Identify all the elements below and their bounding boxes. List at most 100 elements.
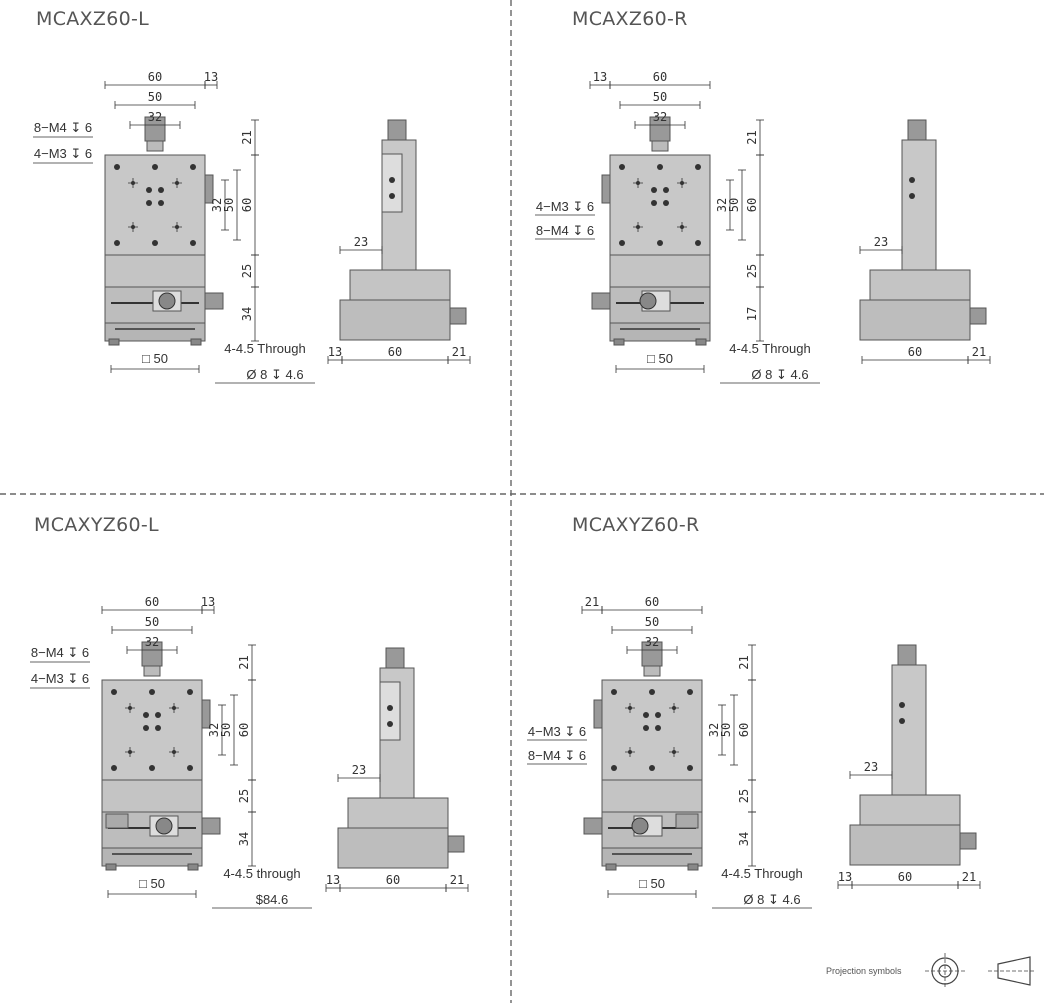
mount-hole xyxy=(619,240,625,246)
dimension-label: 32 xyxy=(145,635,159,649)
mount-hole xyxy=(158,187,164,193)
foot xyxy=(613,338,625,346)
foot xyxy=(187,863,199,871)
vertical-slide xyxy=(901,139,937,271)
mount-hole xyxy=(655,725,661,731)
through-note: 4-4.5 Through xyxy=(729,341,810,356)
square-label: □ 50 xyxy=(142,351,168,366)
mount-hole xyxy=(190,240,196,246)
mount-hole xyxy=(190,164,196,170)
dimension-label: 21 xyxy=(972,345,986,359)
dimension-label: 21 xyxy=(745,130,759,144)
mount-hole xyxy=(143,725,149,731)
foot xyxy=(108,338,120,346)
counterbore-note: Ø 8 ↧ 4.6 xyxy=(751,367,808,382)
dimension-label: 60 xyxy=(898,870,912,884)
dimension-label: 32 xyxy=(148,110,162,124)
mount-hole xyxy=(175,181,179,185)
mount-hole xyxy=(909,193,915,199)
dimension-label: 21 xyxy=(452,345,466,359)
mount-hole xyxy=(128,706,132,710)
holes-note-a: 8−M4 ↧ 6 xyxy=(34,120,92,135)
side-knob xyxy=(449,307,467,325)
knob-neck xyxy=(651,140,669,152)
dimension-label: 25 xyxy=(240,264,254,278)
side-knob xyxy=(969,307,987,325)
adjust-knob xyxy=(591,292,611,310)
through-note: 4-4.5 Through xyxy=(721,866,802,881)
knob-neck xyxy=(643,665,661,677)
foot xyxy=(605,863,617,871)
mount-hole xyxy=(611,689,617,695)
side-knob xyxy=(204,174,214,204)
lock-screw-icon xyxy=(639,292,657,310)
base-plate xyxy=(609,322,711,342)
projection-cone-icon xyxy=(997,956,1031,986)
through-note: 4-4.5 through xyxy=(223,866,300,881)
dimension-label: 13 xyxy=(326,873,340,887)
dimension-label: 34 xyxy=(237,832,251,846)
top-knob xyxy=(907,119,927,141)
side-middle xyxy=(347,797,449,829)
middle-block xyxy=(104,254,206,288)
side-knob xyxy=(593,699,603,729)
dimension-label: 21 xyxy=(450,873,464,887)
side-middle xyxy=(859,794,961,826)
projection-symbol: Projection symbols xyxy=(826,953,1036,989)
mount-hole xyxy=(152,240,158,246)
dimension-label: 34 xyxy=(240,307,254,321)
title-q2: MCAXZ60-R xyxy=(572,8,688,30)
dimension-label: 60 xyxy=(908,345,922,359)
adjust-knob xyxy=(201,817,221,835)
mount-hole xyxy=(387,721,393,727)
foot xyxy=(105,863,117,871)
side-middle xyxy=(349,269,451,301)
base-plate xyxy=(601,847,703,867)
knob-neck xyxy=(146,140,164,152)
mount-hole xyxy=(636,225,640,229)
dimension-label: 17 xyxy=(745,307,759,321)
mount-hole xyxy=(619,164,625,170)
mount-hole xyxy=(389,193,395,199)
base-plate xyxy=(101,847,203,867)
mount-hole xyxy=(663,200,669,206)
mount-hole xyxy=(695,164,701,170)
mount-hole xyxy=(114,240,120,246)
dimension-label: 60 xyxy=(645,595,659,609)
dimension-label: 60 xyxy=(240,198,254,212)
dimension-label: 60 xyxy=(148,70,162,84)
side-knob xyxy=(447,835,465,853)
mount-hole xyxy=(636,181,640,185)
mount-hole xyxy=(687,689,693,695)
dimension-label: 21 xyxy=(240,130,254,144)
mount-hole xyxy=(651,187,657,193)
extra-clamp xyxy=(675,813,699,829)
dimension-label: 21 xyxy=(737,655,751,669)
mount-hole xyxy=(643,712,649,718)
middle-block xyxy=(609,254,711,288)
mount-hole xyxy=(128,750,132,754)
holes-note-a: 4−M3 ↧ 6 xyxy=(536,199,594,214)
mount-hole xyxy=(143,712,149,718)
dimension-label: 32 xyxy=(715,198,729,212)
counterbore-note: $84.6 xyxy=(256,892,289,907)
mount-hole xyxy=(155,712,161,718)
mount-hole xyxy=(175,225,179,229)
dimension-label: 60 xyxy=(145,595,159,609)
projection-label: Projection symbols xyxy=(826,966,902,976)
mount-hole xyxy=(680,225,684,229)
lock-screw-icon xyxy=(155,817,173,835)
dimension-label: 60 xyxy=(386,873,400,887)
top-plate xyxy=(101,679,203,781)
mount-hole xyxy=(695,240,701,246)
mount-hole xyxy=(149,689,155,695)
mount-hole xyxy=(657,164,663,170)
base-plate xyxy=(104,322,206,342)
holes-note-b: 4−M3 ↧ 6 xyxy=(34,146,92,161)
dimension-label: 34 xyxy=(737,832,751,846)
mount-hole xyxy=(657,240,663,246)
lock-screw-icon xyxy=(158,292,176,310)
dimension-label: 50 xyxy=(645,615,659,629)
